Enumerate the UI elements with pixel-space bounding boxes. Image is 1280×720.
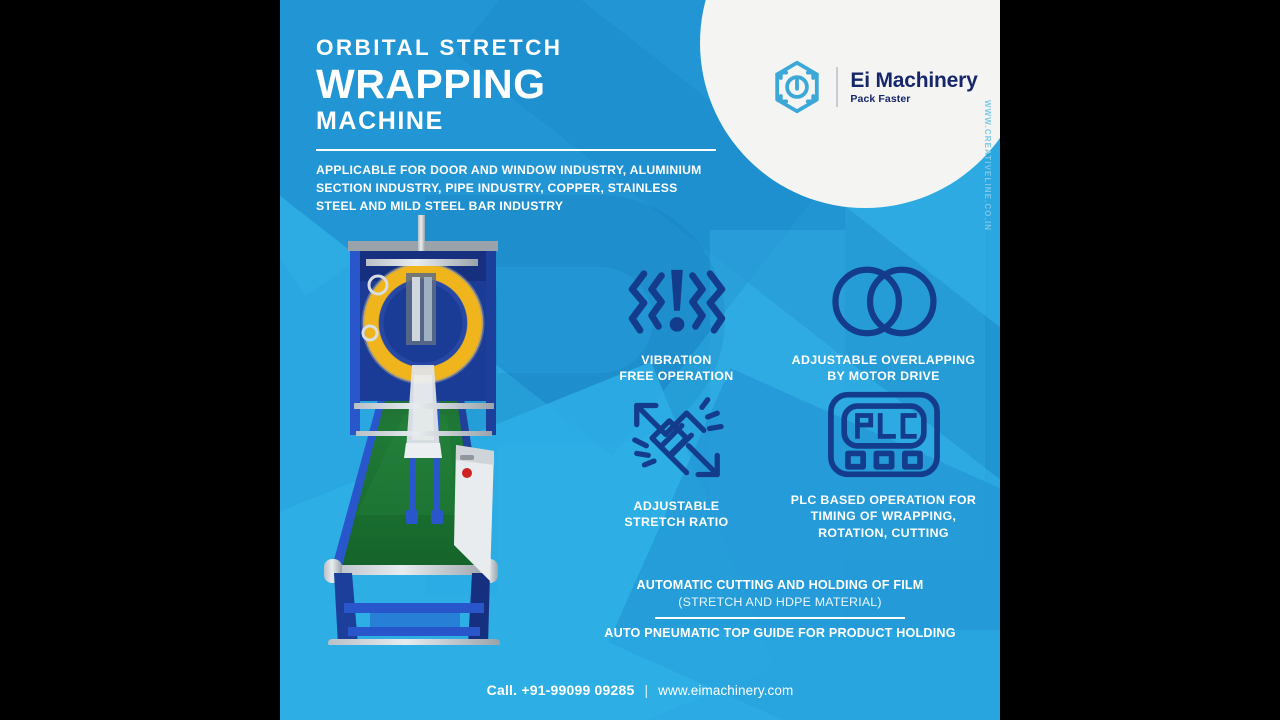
letterbox-left — [0, 0, 280, 720]
stretch-arrows-icon — [627, 390, 727, 490]
logo-divider — [836, 67, 839, 107]
headline-sub: MACHINE — [316, 106, 444, 135]
feature-label-line1: PLC BASED OPERATION FOR — [790, 493, 977, 508]
footer-separator: | — [644, 682, 649, 698]
statement-tertiary: AUTO PNEUMATIC TOP GUIDE FOR PRODUCT HOL… — [604, 625, 956, 640]
feature-item: VIBRATION FREE OPERATION — [580, 258, 773, 384]
statement-divider — [655, 616, 905, 619]
statement-secondary: (STRETCH AND HDPE MATERIAL) — [678, 594, 882, 609]
hexagon-power-icon — [770, 58, 824, 116]
feature-item: ADJUSTABLE STRETCH RATIO — [580, 390, 773, 540]
vibration-icon — [618, 258, 736, 344]
poster-canvas: Ei Machinery Pack Faster WWW.CREATIVELIN… — [280, 0, 1000, 720]
brand-tagline: Pack Faster — [850, 92, 911, 105]
features-grid: VIBRATION FREE OPERATION ADJUSTABLE OVER… — [580, 258, 980, 541]
letterbox-right — [1000, 0, 1280, 720]
machine-photo — [308, 213, 538, 647]
feature-label-line1: VIBRATION — [641, 353, 712, 367]
feature-label: VIBRATION FREE OPERATION — [619, 352, 733, 384]
headline-eyebrow: ORBITAL STRETCH — [316, 35, 563, 60]
feature-label: ADJUSTABLE STRETCH RATIO — [624, 498, 728, 530]
feature-label-line2: TIMING OF WRAPPING, — [810, 509, 957, 524]
feature-label-line1: ADJUSTABLE — [633, 499, 720, 514]
feature-label-line2: BY MOTOR DRIVE — [827, 369, 940, 384]
overlapping-circles-icon — [821, 258, 946, 344]
statements-block: AUTOMATIC CUTTING AND HOLDING OF FILM (S… — [572, 578, 988, 640]
feature-label: ADJUSTABLE OVERLAPPING BY MOTOR DRIVE — [792, 352, 976, 384]
feature-label-line2: FREE OPERATION — [619, 369, 734, 384]
headline-divider — [316, 149, 716, 152]
applications-text: APPLICABLE FOR DOOR AND WINDOW INDUSTRY,… — [316, 163, 702, 213]
contact-phone[interactable]: Call. +91-99099 09285 — [486, 682, 635, 698]
feature-item: PLC BASED OPERATION FOR TIMING OF WRAPPI… — [787, 384, 980, 540]
contact-website[interactable]: www.eimachinery.com — [658, 682, 794, 698]
brand-name: Ei Machinery — [850, 68, 978, 92]
plc-panel-icon — [825, 384, 943, 484]
brand-logo-badge: Ei Machinery Pack Faster — [700, 0, 1000, 208]
feature-label-line2: STRETCH RATIO — [624, 515, 729, 530]
designer-credit-text: WWW.CREATIVELINE.CO.IN — [983, 100, 992, 232]
statement-primary: AUTOMATIC CUTTING AND HOLDING OF FILM — [636, 578, 924, 592]
feature-item: ADJUSTABLE OVERLAPPING BY MOTOR DRIVE — [787, 258, 980, 384]
headline-main: WRAPPING — [316, 60, 546, 107]
feature-label: PLC BASED OPERATION FOR TIMING OF WRAPPI… — [791, 492, 976, 540]
headline-block: ORBITAL STRETCH WRAPPING MACHINE APPLICA… — [316, 35, 716, 215]
feature-label-line1: ADJUSTABLE OVERLAPPING — [791, 353, 976, 367]
feature-label-line3: ROTATION, CUTTING — [818, 525, 949, 540]
footer-contact: Call. +91-99099 09285 | www.eimachinery.… — [280, 682, 1000, 698]
